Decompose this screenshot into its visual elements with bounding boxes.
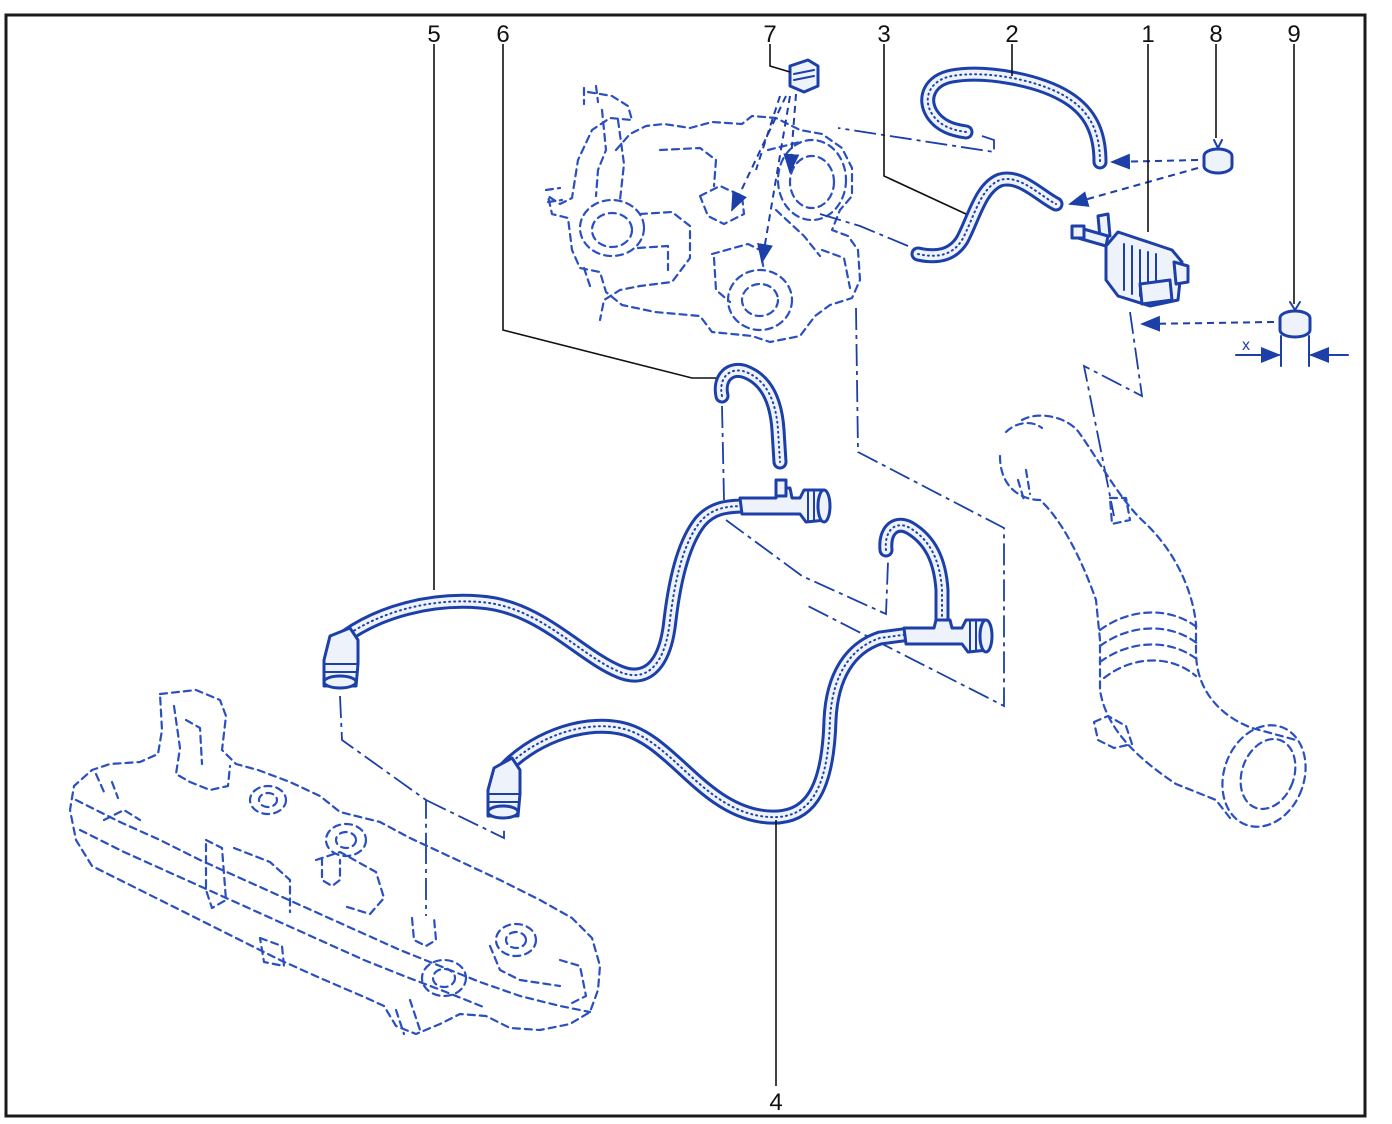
centerline-hose-6 [721, 405, 725, 501]
callout-label-5: 5 [427, 21, 440, 48]
centerline-hose-2 [837, 127, 995, 154]
dimension-x-label: x [1242, 337, 1250, 354]
callout-label-7: 7 [763, 21, 776, 48]
connector-hose-5-tee [738, 478, 832, 524]
centerline-hose-3 [819, 213, 909, 247]
hose-5 [338, 498, 754, 683]
intake-manifold-outline [68, 688, 602, 1036]
hose-clamp-8 [1202, 139, 1234, 175]
purge-valve-1 [1070, 212, 1190, 308]
callout-label-1: 1 [1141, 21, 1154, 48]
diagram-frame [4, 13, 1367, 1118]
hose-clamp-7 [788, 58, 820, 94]
hose-3 [910, 171, 1064, 264]
centerline-upper-tee [725, 519, 889, 616]
callout-label-3: 3 [877, 21, 890, 48]
callout-label-9: 9 [1287, 21, 1300, 48]
centerline-elbows-to-manifold [339, 695, 505, 842]
dimension-x: x [1235, 335, 1349, 367]
intake-pipe-outline [998, 414, 1307, 828]
hose-4 [494, 626, 918, 825]
centerline-throttle-to-tee [803, 307, 1005, 708]
callout-label-6: 6 [496, 21, 509, 48]
clamp-9-arrow [1140, 315, 1275, 332]
connector-hose-5-elbow [322, 626, 360, 690]
hose-2 [920, 66, 1108, 170]
clamp-8-arrows [1068, 153, 1199, 207]
hose-6 [713, 363, 788, 470]
leader-lines [433, 44, 1295, 1086]
centerline-valve-mount [1082, 311, 1144, 517]
clamp-7-arrows [731, 93, 800, 264]
callout-label-4: 4 [769, 1089, 782, 1116]
throttle-body-outline [544, 84, 862, 344]
connector-hose-4-tee [902, 618, 994, 654]
hose-clamp-9 [1278, 301, 1312, 339]
connector-hose-4-elbow [486, 756, 522, 820]
callout-label-2: 2 [1005, 21, 1018, 48]
callout-label-8: 8 [1209, 21, 1222, 48]
hose-4-branch [878, 517, 950, 632]
